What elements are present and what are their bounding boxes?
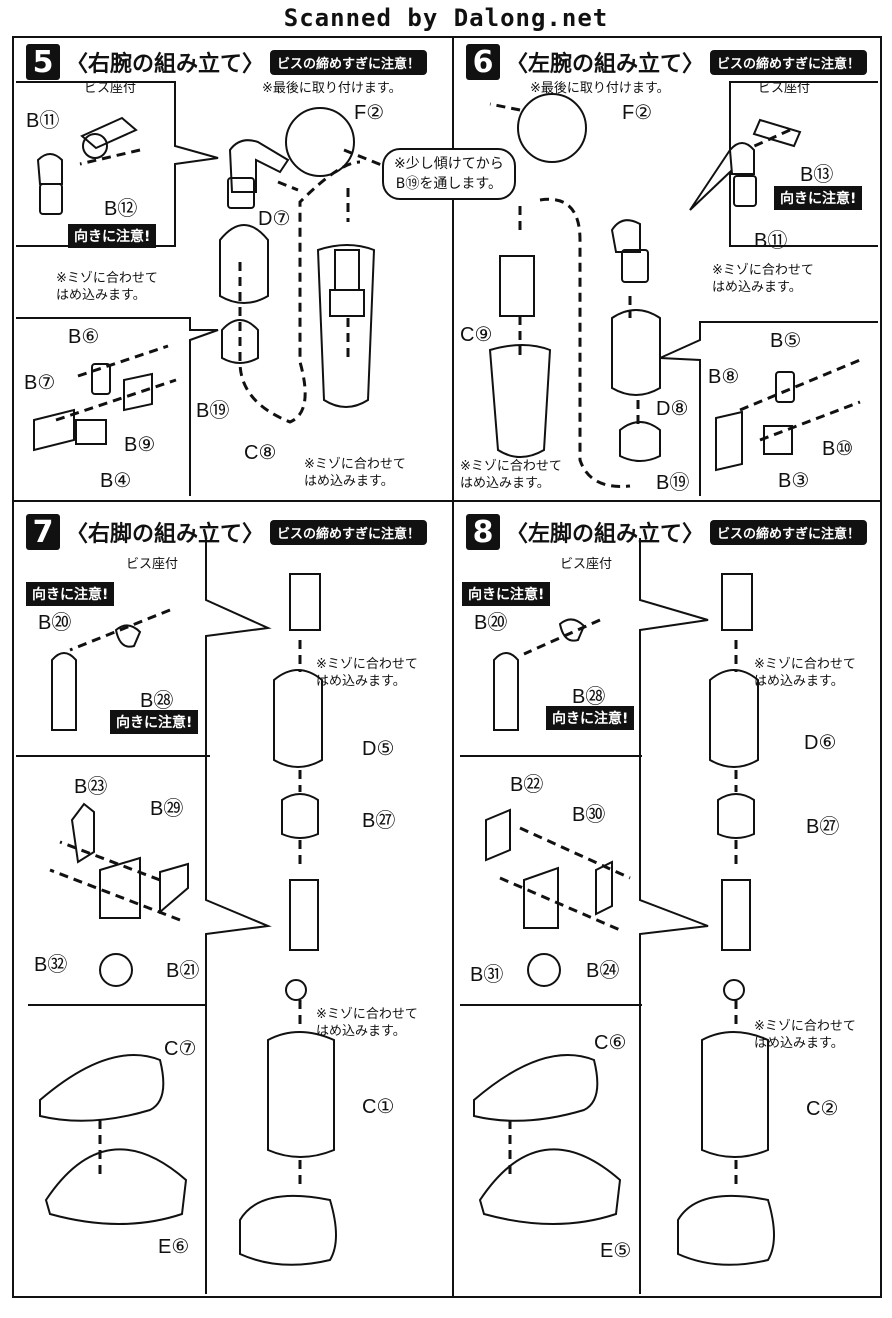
step-6-orient-tag: 向きに注意! xyxy=(774,186,863,210)
step-7-groove-note: ※ミゾに合わせて はめ込みます。 xyxy=(316,657,418,689)
watermark: Scanned by Dalong.net xyxy=(283,4,609,32)
part-b10: B⑩ xyxy=(822,438,854,460)
step-5-header: 5 〈右腕の組み立て〉 ビスの締めすぎに注意！ xyxy=(26,44,428,80)
step-7-warning: ビスの締めすぎに注意！ xyxy=(270,519,428,545)
part-f2: F② xyxy=(354,102,385,124)
step-5-screw-note: ビス座付 xyxy=(84,81,137,96)
step-6-header: 6 〈左腕の組み立て〉 ビスの締めすぎに注意！ xyxy=(466,44,868,80)
step-6-tilt-note: ※少し傾けてから B⑲を通します。 xyxy=(382,148,516,200)
part-c1: C① xyxy=(362,1096,395,1118)
part-b30: B㉚ xyxy=(572,804,606,826)
step-8-orient-tag-1: 向きに注意! xyxy=(462,582,551,606)
step-6-screw-note: ビス座付 xyxy=(758,81,811,96)
part-b9: B⑨ xyxy=(124,434,156,456)
part-b5: B⑤ xyxy=(770,330,802,352)
step-7-screw-note: ビス座付 xyxy=(126,557,179,572)
part-b11: B⑪ xyxy=(754,230,788,252)
step-6-number: 6 xyxy=(466,44,500,80)
part-b22: B㉒ xyxy=(510,774,544,796)
part-d7: D⑦ xyxy=(258,208,291,230)
part-d6: D⑥ xyxy=(804,732,837,754)
step-5-groove-note-2: ※ミゾに合わせて はめ込みます。 xyxy=(304,457,406,489)
step-7-orient-tag-2: 向きに注意! xyxy=(110,710,199,734)
step-8-number: 8 xyxy=(466,514,500,550)
step-5-title: 〈右腕の組み立て〉 xyxy=(66,52,265,77)
step-7-number: 7 xyxy=(26,514,60,550)
part-d5: D⑤ xyxy=(362,738,395,760)
part-e6: E⑥ xyxy=(158,1236,190,1258)
step-7-header: 7 〈右脚の組み立て〉 ビスの締めすぎに注意！ xyxy=(26,514,428,550)
step-5-groove-note: ※ミゾに合わせて はめ込みます。 xyxy=(56,271,158,303)
part-b31: B㉛ xyxy=(470,964,504,986)
step-8-groove-note: ※ミゾに合わせて はめ込みます。 xyxy=(754,657,856,689)
step-8-orient-tag-2: 向きに注意! xyxy=(546,706,635,730)
part-b28: B㉘ xyxy=(140,690,174,712)
part-b28: B㉘ xyxy=(572,686,606,708)
step-5-warning: ビスの締めすぎに注意！ xyxy=(270,49,428,75)
part-b29: B㉙ xyxy=(150,798,184,820)
part-c9: C⑨ xyxy=(460,324,493,346)
part-f2: F② xyxy=(622,102,653,124)
step-6-groove-note-2: ※ミゾに合わせて はめ込みます。 xyxy=(460,459,562,491)
step-5-number: 5 xyxy=(26,44,60,80)
part-b12: B⑫ xyxy=(104,198,138,220)
step-5-orient-tag: 向きに注意! xyxy=(68,224,157,248)
part-b32: B㉜ xyxy=(34,954,68,976)
step-7-orient-tag-1: 向きに注意! xyxy=(26,582,115,606)
part-b11: B⑪ xyxy=(26,110,60,132)
part-b24: B㉔ xyxy=(586,960,620,982)
page-frame xyxy=(12,36,882,1298)
step-6-groove-note: ※ミゾに合わせて はめ込みます。 xyxy=(712,263,814,295)
part-b3: B③ xyxy=(778,470,810,492)
part-d8: D⑧ xyxy=(656,398,689,420)
part-b27: B㉗ xyxy=(806,816,840,838)
part-b23: B㉓ xyxy=(74,776,108,798)
step-6-title: 〈左腕の組み立て〉 xyxy=(506,52,705,77)
part-b13: B⑬ xyxy=(800,164,834,186)
step-7-title: 〈右脚の組み立て〉 xyxy=(66,522,265,547)
part-b20: B⑳ xyxy=(474,612,508,634)
part-b20: B⑳ xyxy=(38,612,72,634)
part-b27: B㉗ xyxy=(362,810,396,832)
vertical-divider xyxy=(452,36,454,1296)
step-6-last-note: ※最後に取り付けます。 xyxy=(530,81,670,96)
part-b7: B⑦ xyxy=(24,372,56,394)
step-8-warning: ビスの締めすぎに注意！ xyxy=(710,519,868,545)
step-5-last-note: ※最後に取り付けます。 xyxy=(262,81,402,96)
part-b21: B㉑ xyxy=(166,960,200,982)
step-8-title: 〈左脚の組み立て〉 xyxy=(506,522,705,547)
step-8-groove-note-2: ※ミゾに合わせて はめ込みます。 xyxy=(754,1019,856,1051)
part-c6: C⑥ xyxy=(594,1032,627,1054)
step-8-header: 8 〈左脚の組み立て〉 ビスの締めすぎに注意！ xyxy=(466,514,868,550)
part-b8: B⑧ xyxy=(708,366,740,388)
horizontal-divider xyxy=(12,500,880,502)
part-b19: B⑲ xyxy=(656,472,690,494)
part-b6: B⑥ xyxy=(68,326,100,348)
part-c8: C⑧ xyxy=(244,442,277,464)
part-e5: E⑤ xyxy=(600,1240,632,1262)
part-c7: C⑦ xyxy=(164,1038,197,1060)
part-b4: B④ xyxy=(100,470,132,492)
step-6-warning: ビスの締めすぎに注意！ xyxy=(710,49,868,75)
part-b19: B⑲ xyxy=(196,400,230,422)
step-7-groove-note-2: ※ミゾに合わせて はめ込みます。 xyxy=(316,1007,418,1039)
part-c2: C② xyxy=(806,1098,839,1120)
step-8-screw-note: ビス座付 xyxy=(560,557,613,572)
